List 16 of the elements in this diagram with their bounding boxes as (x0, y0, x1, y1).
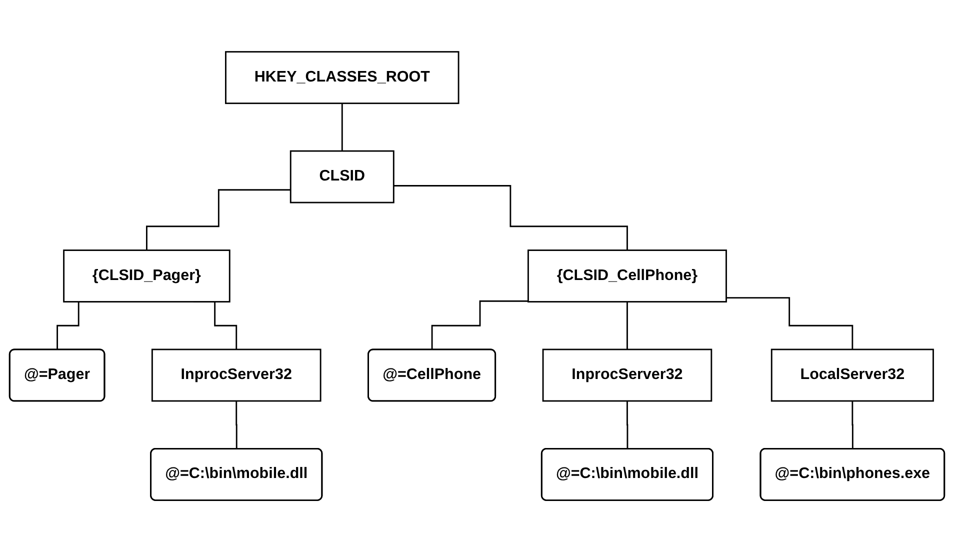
connector (236, 400, 238, 450)
connector (146, 189, 291, 251)
node-box: {CLSID_Pager} (63, 250, 230, 302)
node-box: HKEY_CLASSES_ROOT (225, 51, 460, 104)
connector (394, 185, 628, 251)
connector (341, 102, 343, 152)
node-box: CLSID (290, 150, 394, 204)
connector (431, 300, 528, 351)
node-box: {CLSID_CellPhone} (527, 250, 727, 302)
connector (626, 301, 628, 350)
node-box: InprocServer32 (542, 348, 712, 402)
connector (626, 400, 628, 450)
node-box: InprocServer32 (151, 348, 322, 402)
node-box: LocalServer32 (770, 348, 934, 402)
connector (852, 400, 854, 450)
connector (726, 297, 854, 350)
